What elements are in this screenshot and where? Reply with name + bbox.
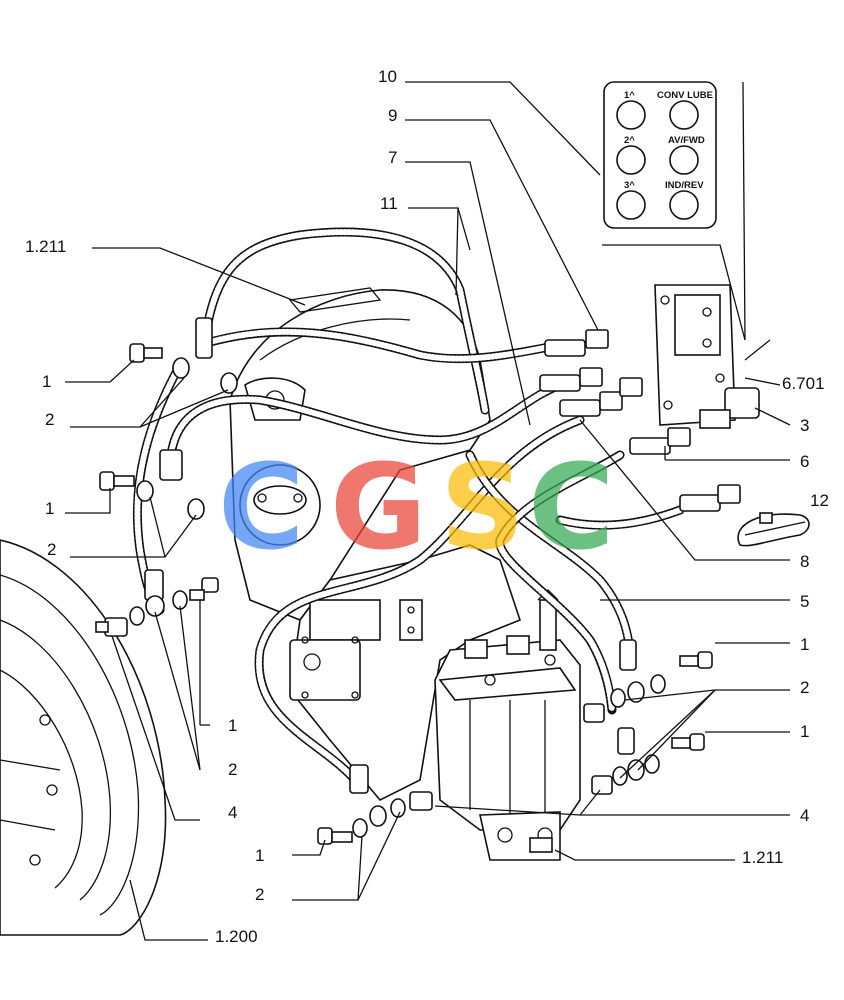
callout-2-l: 2: [228, 760, 237, 779]
washer: [610, 688, 626, 708]
panel-label-rev: IND/REV: [665, 180, 704, 191]
port-circle: [669, 100, 699, 130]
port-circle: [616, 100, 646, 130]
mounting-bracket: [654, 284, 760, 429]
panel-label-1: 1^: [624, 90, 635, 101]
callouts: 10 9 7 11 1.211 6.701 1 2 3 1 6 12 2 8 5…: [25, 67, 829, 946]
callout-9: 9: [388, 106, 397, 125]
watermark-letter-4: C: [528, 438, 615, 576]
flywheel: [0, 539, 167, 936]
callout-7: 7: [388, 148, 397, 167]
callout-1-l: 1: [228, 716, 237, 735]
panel-label-conv-lube: CONV LUBE: [657, 90, 713, 101]
cable-tie: [737, 512, 810, 547]
callout-2-a: 2: [45, 410, 54, 429]
washer: [650, 674, 666, 694]
callout-8: 8: [800, 552, 809, 571]
washer: [145, 595, 165, 617]
panel-label-fwd: AV/FWD: [668, 135, 705, 146]
washer: [627, 681, 645, 703]
watermark-letter-1: C: [218, 438, 305, 576]
port-circle: [669, 190, 699, 220]
bolt: [671, 733, 705, 751]
bolt: [189, 577, 219, 601]
callout-6701: 6.701: [782, 374, 825, 393]
callout-6: 6: [800, 452, 809, 471]
panel-label-2: 2^: [624, 135, 635, 146]
washer: [220, 372, 238, 394]
watermark-letter-3: S: [440, 438, 525, 576]
callout-2-r: 2: [800, 678, 809, 697]
transmission-housing: [229, 287, 521, 801]
callout-1200: 1.200: [215, 927, 258, 946]
spacer: [583, 703, 605, 723]
callout-11: 11: [380, 194, 398, 213]
callout-1-b: 1: [45, 499, 54, 518]
washer: [369, 805, 387, 827]
washer: [187, 498, 205, 520]
callout-10: 10: [378, 67, 397, 86]
hardware: [95, 343, 810, 845]
washer: [644, 754, 660, 774]
washer: [136, 480, 154, 502]
spacer: [95, 617, 128, 637]
washer: [129, 606, 145, 626]
callout-4-l: 4: [228, 803, 237, 822]
bolt: [129, 343, 163, 363]
washer: [612, 766, 628, 786]
washer: [352, 818, 368, 838]
spacer: [591, 775, 613, 795]
callout-1-bot: 1: [255, 846, 264, 865]
bolt: [679, 651, 713, 669]
callout-3: 3: [800, 416, 809, 435]
port-circle: [616, 145, 646, 175]
port-circle: [616, 190, 646, 220]
bolt: [317, 827, 353, 845]
callout-2-b: 2: [47, 540, 56, 559]
control-panel: 1^ 2^ 3^ CONV LUBE AV/FWD IND/REV: [603, 81, 717, 229]
callout-12: 12: [810, 491, 829, 510]
port-circle: [669, 145, 699, 175]
control-valve: [434, 589, 581, 861]
callout-1-a: 1: [42, 372, 51, 391]
callout-5: 5: [800, 592, 809, 611]
leader-lines: [65, 81, 791, 941]
callout-1-r1: 1: [800, 635, 809, 654]
watermark: C G S C: [218, 438, 615, 576]
callout-2-bot: 2: [255, 885, 264, 904]
washer: [390, 798, 406, 818]
spacer: [409, 791, 433, 811]
bolt: [99, 471, 135, 491]
callout-1211-bot: 1.211: [742, 848, 783, 867]
callout-4-r: 4: [800, 806, 809, 825]
callout-1-r2: 1: [800, 722, 809, 741]
washer: [172, 357, 190, 379]
callout-1211-top: 1.211: [25, 237, 66, 256]
fittings: [144, 317, 741, 794]
panel-label-3: 3^: [624, 180, 635, 191]
watermark-letter-2: G: [330, 438, 427, 576]
